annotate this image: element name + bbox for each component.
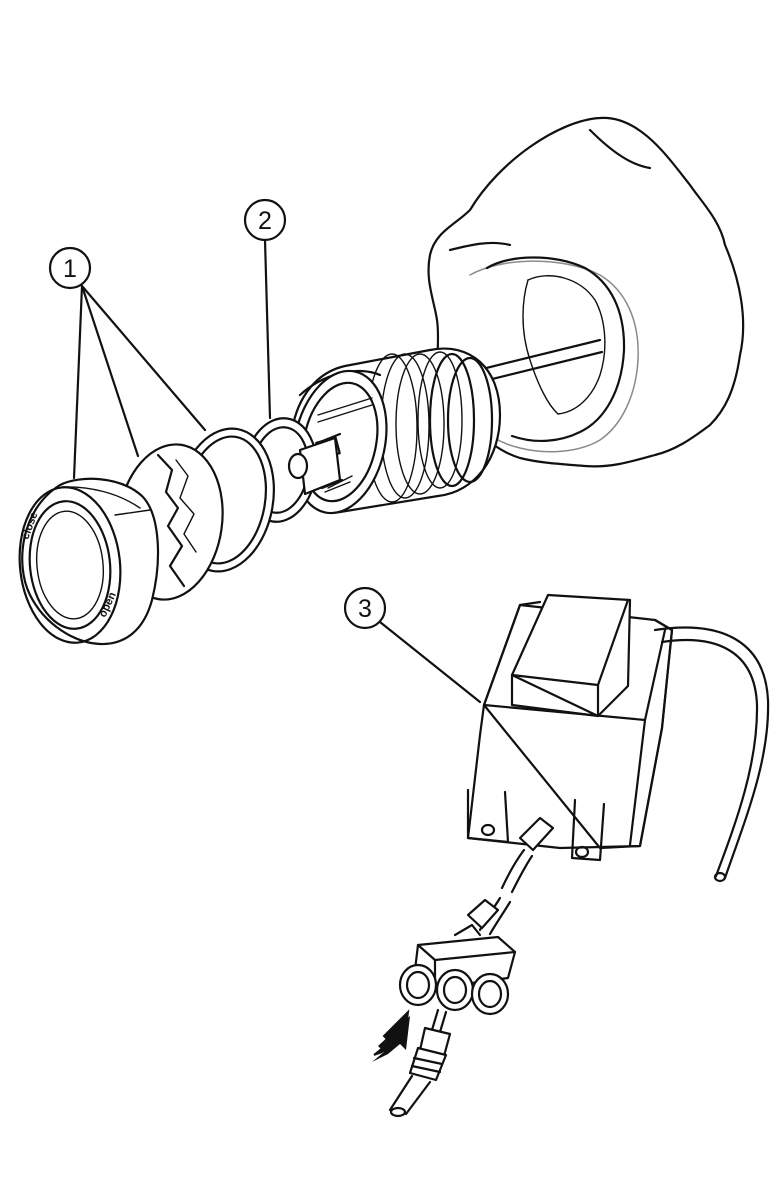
lamp-plug <box>388 1008 452 1118</box>
insert-arrow-icon <box>372 1009 410 1062</box>
callout-number: 3 <box>358 595 372 623</box>
lamp-body <box>289 347 502 515</box>
splitter <box>398 923 517 1016</box>
callout-1: 1 <box>48 246 207 480</box>
callout-number: 2 <box>258 207 272 235</box>
stone-housing <box>427 116 745 468</box>
callout-2: 2 <box>243 198 287 420</box>
transformer <box>466 593 770 936</box>
callout-number: 1 <box>63 255 77 283</box>
callout-3: 3 <box>343 586 482 704</box>
front-ring: close open <box>18 477 160 646</box>
